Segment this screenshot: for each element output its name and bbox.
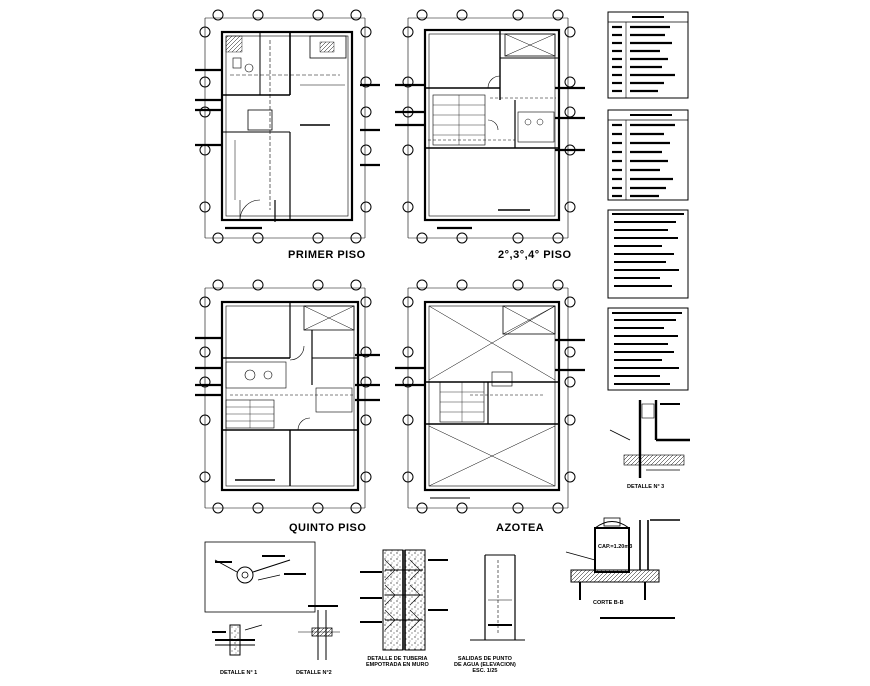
detail-2-title: DETALLE N°2	[296, 670, 332, 676]
embedded-pipe-title-line1: DETALLE DE TUBERIA	[367, 656, 428, 662]
plan-segundo-piso	[395, 9, 585, 244]
water-outlets-title: SALIDAS DE PUNTO DE AGUA (ELEVACION) ESC…	[454, 656, 516, 674]
notes-box-2	[607, 307, 689, 391]
plan-title-azotea: AZOTEA	[496, 522, 545, 534]
tank-section-drawing	[565, 517, 680, 619]
water-outlets-title-line2: DE AGUA (ELEVACION)	[454, 662, 516, 668]
water-outlets-title-line1: SALIDAS DE PUNTO	[457, 656, 512, 662]
plan-azotea	[395, 279, 585, 514]
legend-table-2	[607, 109, 689, 201]
detail-valve-box	[204, 541, 316, 613]
plan-title-quinto-piso: QUINTO PISO	[289, 522, 367, 534]
detail-3-title: DETALLE N° 3	[627, 484, 665, 490]
legend-table-1	[607, 11, 689, 99]
embedded-pipe-title: DETALLE DE TUBERIA EMPOTRADA EN MURO	[366, 656, 429, 668]
detail-3-drawing	[609, 400, 690, 478]
plan-quinto-piso	[195, 279, 380, 514]
plan-title-primer-piso: PRIMER PISO	[288, 249, 366, 261]
embedded-pipe-title-line2: EMPOTRADA EN MURO	[366, 662, 429, 668]
tank-section-title: CORTE B-B	[593, 600, 624, 606]
tank-capacity-label: CAP.=1.20m3	[598, 544, 633, 550]
plan-primer-piso	[195, 9, 380, 244]
plan-title-segundo-piso: 2°,3°,4° PISO	[498, 249, 572, 261]
embedded-pipe-detail-drawing	[360, 549, 448, 651]
water-outlets-title-line3: ESC. 1/25	[472, 668, 498, 674]
water-outlets-elevation-drawing	[470, 554, 525, 641]
detail-2-drawing	[298, 605, 340, 660]
detail-1-drawing	[212, 624, 263, 656]
notes-box-1	[607, 209, 689, 299]
detail-1-title: DETALLE N° 1	[220, 670, 258, 676]
